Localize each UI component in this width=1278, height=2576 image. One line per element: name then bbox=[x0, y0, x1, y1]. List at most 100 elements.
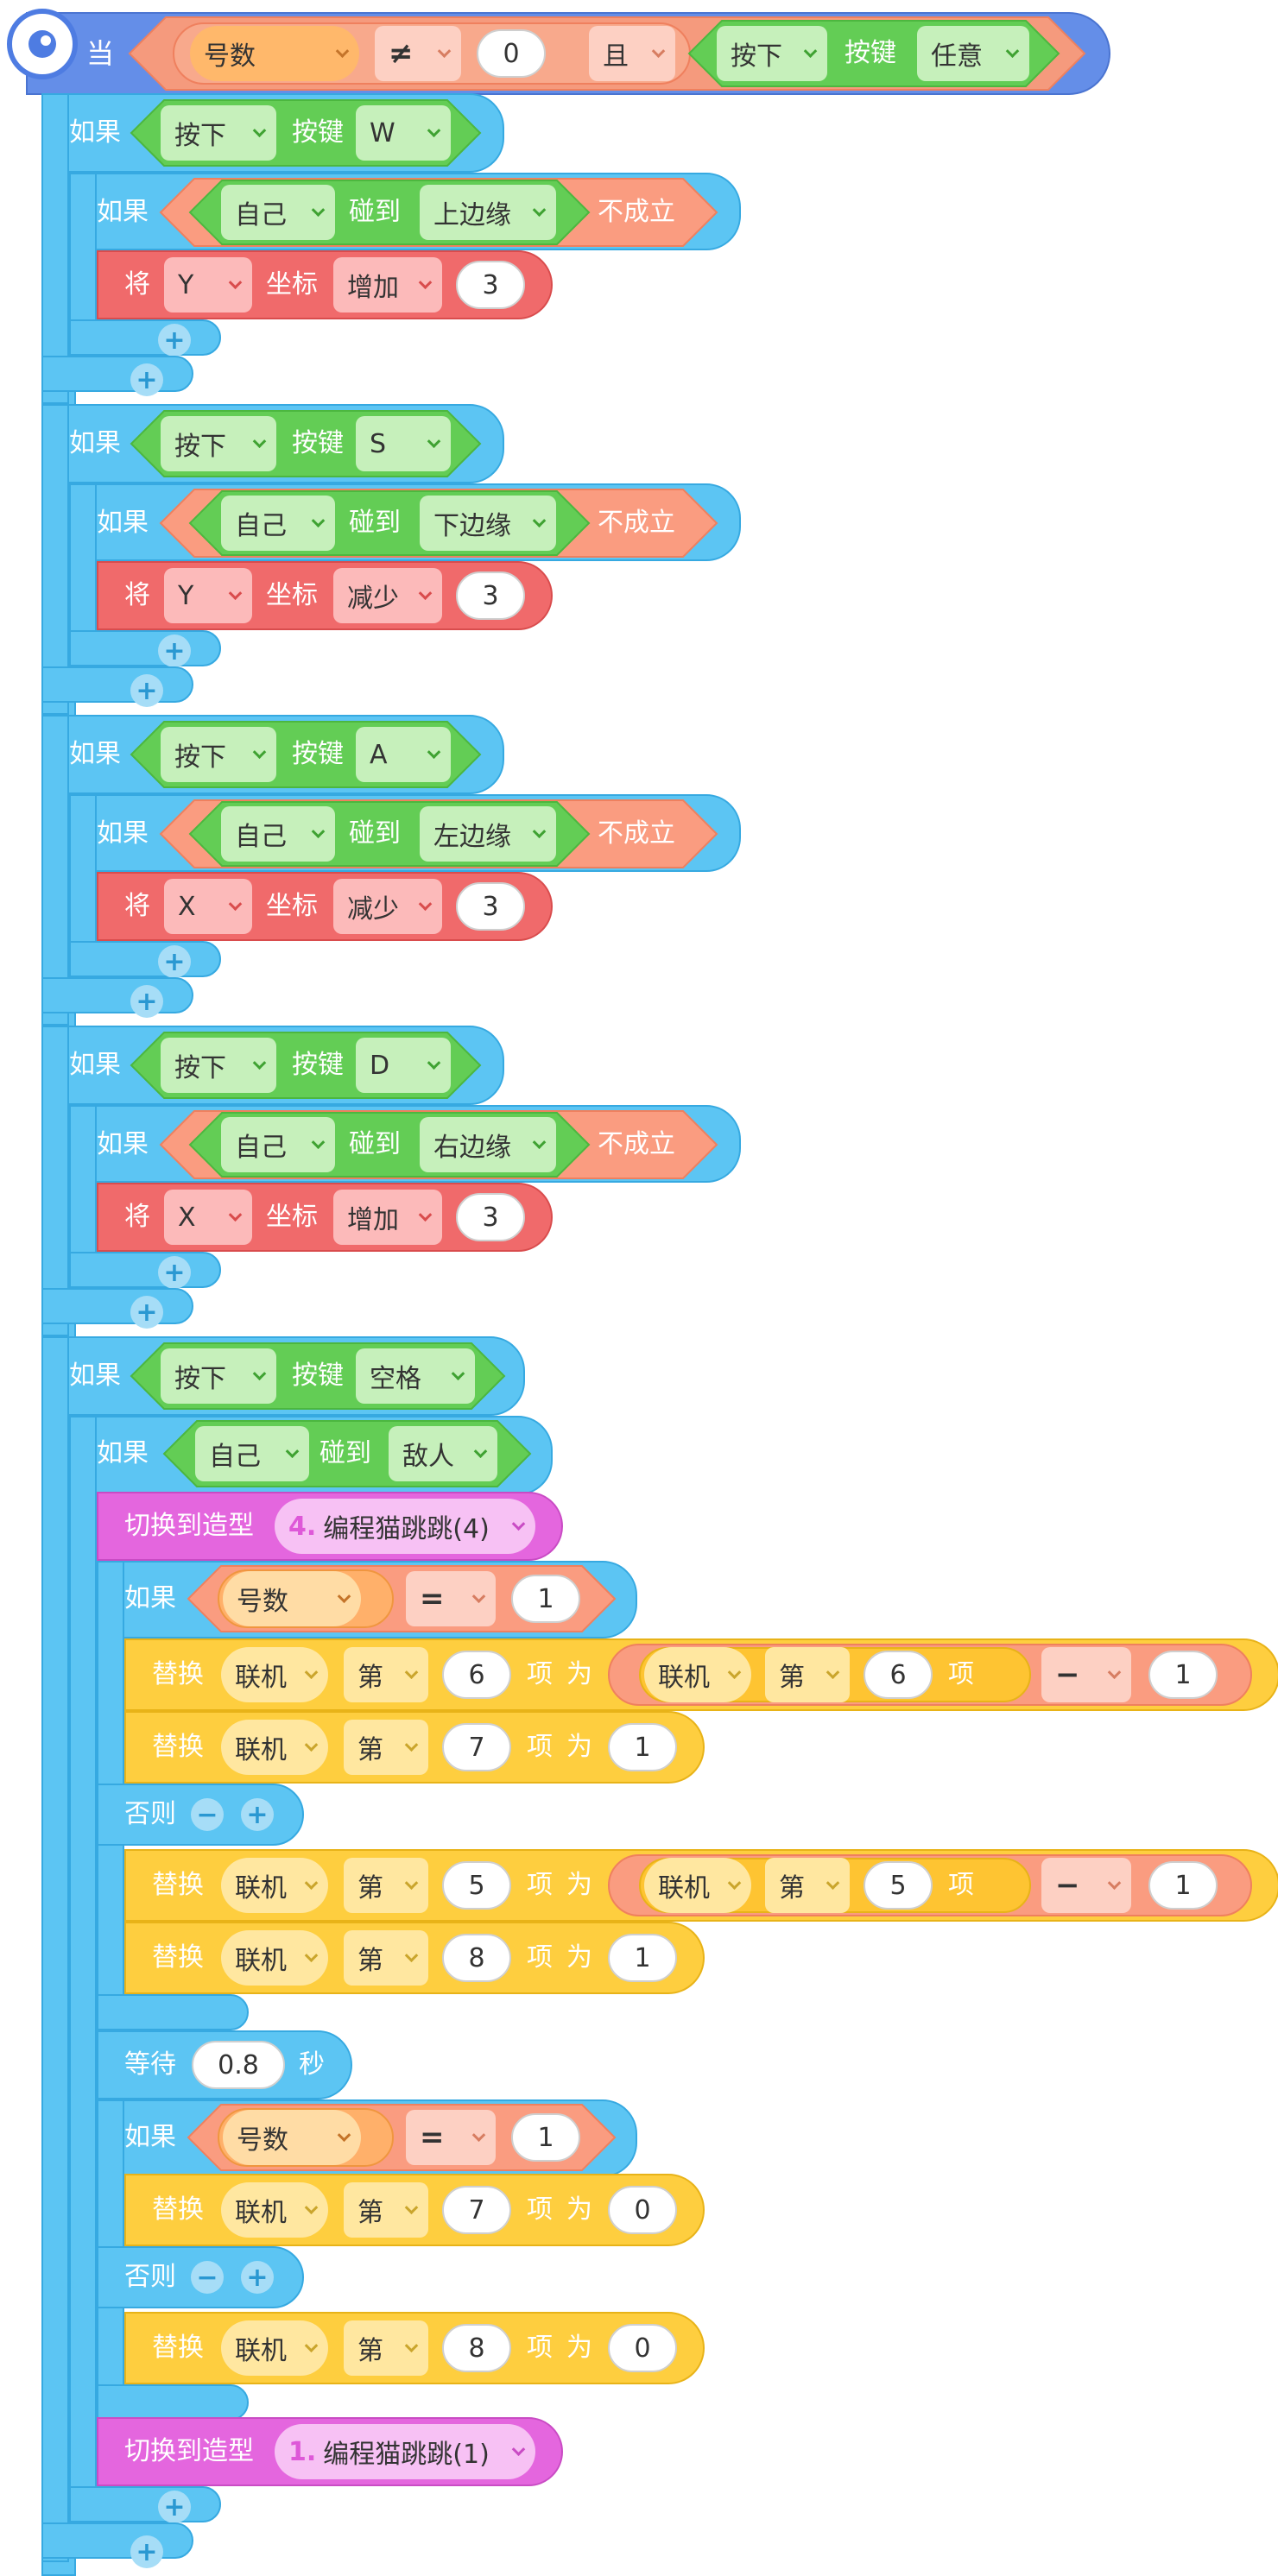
chevron-down-icon bbox=[404, 1738, 419, 1752]
replace-row-1-inner-nth-dropdown[interactable]: 第 bbox=[765, 1647, 850, 1702]
replace-row-1-list-dropdown[interactable]: 联机 bbox=[221, 1647, 328, 1702]
else-remove-button-2[interactable]: − bbox=[191, 2261, 224, 2294]
costume-dropdown-2[interactable]: 1.编程猫跳跳(1) bbox=[275, 2424, 535, 2479]
else-add-button-2[interactable]: + bbox=[241, 2261, 274, 2294]
num-var-dropdown-2[interactable]: 号数 bbox=[223, 2110, 361, 2165]
replace-row-6-value-input[interactable]: 0 bbox=[608, 2324, 677, 2372]
num-eq-dropdown-1[interactable]: = bbox=[406, 1571, 496, 1626]
replace-row-2-list-dropdown[interactable]: 联机 bbox=[221, 1720, 328, 1775]
num-value-1[interactable]: 1 bbox=[511, 1575, 580, 1623]
else-remove-button-1[interactable]: − bbox=[191, 1798, 224, 1831]
self-dropdown-0[interactable]: 自己 bbox=[221, 185, 335, 240]
add-outer-button-0[interactable]: + bbox=[130, 363, 163, 396]
hat-key-dropdown[interactable]: 任意 bbox=[917, 26, 1029, 81]
space-key-dropdown[interactable]: 空格 bbox=[356, 1348, 475, 1404]
hat-and-dropdown[interactable]: 且 bbox=[589, 26, 675, 81]
num-eq-dropdown-2[interactable]: = bbox=[406, 2110, 496, 2165]
replace-row-3-minus-dropdown[interactable]: − bbox=[1041, 1858, 1131, 1913]
change-dropdown-2[interactable]: 减少 bbox=[333, 879, 442, 934]
replace-row-3-nth-dropdown[interactable]: 第 bbox=[344, 1858, 428, 1913]
chevron-down-icon bbox=[471, 1589, 486, 1604]
key-press-dropdown-2[interactable]: 按下 bbox=[161, 727, 276, 782]
axis-dropdown-1[interactable]: Y bbox=[164, 568, 252, 623]
enemy-self-dropdown[interactable]: 自己 bbox=[195, 1426, 309, 1481]
replace-row-6-nth-dropdown[interactable]: 第 bbox=[344, 2320, 428, 2376]
amount-input-3[interactable]: 3 bbox=[456, 1193, 525, 1241]
add-outer-button-1[interactable]: + bbox=[130, 674, 163, 707]
replace-row-1-nth-dropdown[interactable]: 第 bbox=[344, 1647, 428, 1702]
key-press-dropdown-3[interactable]: 按下 bbox=[161, 1038, 276, 1093]
replace-row-4-value-input[interactable]: 1 bbox=[608, 1934, 677, 1982]
replace-row-3-inner-list-dropdown[interactable]: 联机 bbox=[644, 1858, 751, 1913]
replace-row-1-sub-input[interactable]: 1 bbox=[1148, 1651, 1218, 1699]
axis-dropdown-3[interactable]: X bbox=[164, 1190, 252, 1245]
add-inner-button-3[interactable]: + bbox=[158, 1256, 191, 1289]
replace-row-2-index-input[interactable]: 7 bbox=[442, 1723, 511, 1771]
edge-dropdown-0[interactable]: 上边缘 bbox=[420, 185, 556, 240]
add-enemy-button[interactable]: + bbox=[158, 2491, 191, 2523]
key-dropdown-2[interactable]: A bbox=[356, 727, 451, 782]
add-outer-button-2[interactable]: + bbox=[130, 985, 163, 1018]
replace-row-4-index-input[interactable]: 8 bbox=[442, 1934, 511, 1982]
key-dropdown-3[interactable]: D bbox=[356, 1038, 451, 1093]
replace-row-3-inner-item-label: 项 bbox=[948, 1870, 974, 1900]
axis-dropdown-0[interactable]: Y bbox=[164, 257, 252, 313]
edge-dropdown-1[interactable]: 下边缘 bbox=[420, 496, 556, 551]
amount-input-0[interactable]: 3 bbox=[456, 261, 525, 309]
self-dropdown-3[interactable]: 自己 bbox=[221, 1117, 335, 1172]
enemy-if-label: 如果 bbox=[97, 1438, 149, 1468]
hat-value-input[interactable]: 0 bbox=[477, 29, 546, 78]
self-dropdown-1[interactable]: 自己 bbox=[221, 496, 335, 551]
key-press-dropdown-0[interactable]: 按下 bbox=[161, 105, 276, 161]
replace-row-2-value-input[interactable]: 1 bbox=[608, 1723, 677, 1771]
replace-row-3-index-input[interactable]: 5 bbox=[442, 1861, 511, 1910]
enemy-target-dropdown[interactable]: 敌人 bbox=[389, 1426, 497, 1481]
replace-row-3-sub-input[interactable]: 1 bbox=[1148, 1861, 1218, 1910]
replace-row-5-nth-dropdown[interactable]: 第 bbox=[344, 2182, 428, 2238]
wait-input[interactable]: 0.8 bbox=[192, 2041, 285, 2089]
replace-row-5-value-input[interactable]: 0 bbox=[608, 2186, 677, 2234]
replace-row-4-list-dropdown[interactable]: 联机 bbox=[221, 1930, 328, 1986]
num-value-2[interactable]: 1 bbox=[511, 2113, 580, 2162]
replace-row-5-list-dropdown[interactable]: 联机 bbox=[221, 2182, 328, 2238]
else-add-button-1[interactable]: + bbox=[241, 1798, 274, 1831]
replace-row-6-index-input[interactable]: 8 bbox=[442, 2324, 511, 2372]
replace-row-1-inner-index-input[interactable]: 6 bbox=[864, 1651, 933, 1699]
change-dropdown-0[interactable]: 增加 bbox=[333, 257, 442, 313]
replace-row-3-list-dropdown[interactable]: 联机 bbox=[221, 1858, 328, 1913]
add-inner-button-2[interactable]: + bbox=[158, 945, 191, 978]
edge-dropdown-3[interactable]: 右边缘 bbox=[420, 1117, 556, 1172]
add-outer-button-3[interactable]: + bbox=[130, 1296, 163, 1329]
replace-row-6-list-dropdown[interactable]: 联机 bbox=[221, 2320, 328, 2376]
costume-dropdown-1[interactable]: 4.编程猫跳跳(4) bbox=[275, 1499, 535, 1554]
replace-row-2-nth-dropdown[interactable]: 第 bbox=[344, 1720, 428, 1775]
amount-input-2[interactable]: 3 bbox=[456, 882, 525, 931]
replace-row-3-inner-index-input[interactable]: 5 bbox=[864, 1861, 933, 1910]
hat-key-action-dropdown[interactable]: 按下 bbox=[717, 26, 827, 81]
edge-dropdown-2[interactable]: 左边缘 bbox=[420, 806, 556, 862]
space-press-dropdown[interactable]: 按下 bbox=[161, 1348, 276, 1404]
axis-dropdown-2[interactable]: X bbox=[164, 879, 252, 934]
add-inner-button-0[interactable]: + bbox=[158, 324, 191, 357]
replace-row-4-nth-dropdown[interactable]: 第 bbox=[344, 1930, 428, 1986]
self-dropdown-2[interactable]: 自己 bbox=[221, 806, 335, 862]
key-dropdown-1[interactable]: S bbox=[356, 416, 451, 471]
key-if-footer-1 bbox=[41, 666, 193, 703]
replace-row-5-index-input[interactable]: 7 bbox=[442, 2186, 511, 2234]
key-press-dropdown-1[interactable]: 按下 bbox=[161, 416, 276, 471]
change-dropdown-1[interactable]: 减少 bbox=[333, 568, 442, 623]
key-dropdown-0[interactable]: W bbox=[356, 105, 451, 161]
replace-row-1-minus-dropdown[interactable]: − bbox=[1041, 1647, 1131, 1702]
hat-var-dropdown[interactable]: 号数 bbox=[190, 26, 359, 81]
hat-op-dropdown[interactable]: ≠ bbox=[375, 26, 461, 81]
chevron-down-icon bbox=[335, 44, 350, 59]
replace-row-3-inner-nth-dropdown[interactable]: 第 bbox=[765, 1858, 850, 1913]
num-var-dropdown-1[interactable]: 号数 bbox=[223, 1571, 361, 1626]
replace-row-1-index-input[interactable]: 6 bbox=[442, 1651, 511, 1699]
replace-row-1-inner-list-dropdown[interactable]: 联机 bbox=[644, 1647, 751, 1702]
add-inner-button-1[interactable]: + bbox=[158, 635, 191, 667]
change-dropdown-1-value: 减少 bbox=[347, 584, 399, 614]
change-dropdown-3[interactable]: 增加 bbox=[333, 1190, 442, 1245]
amount-input-1[interactable]: 3 bbox=[456, 571, 525, 620]
add-space-button[interactable]: + bbox=[130, 2535, 163, 2568]
